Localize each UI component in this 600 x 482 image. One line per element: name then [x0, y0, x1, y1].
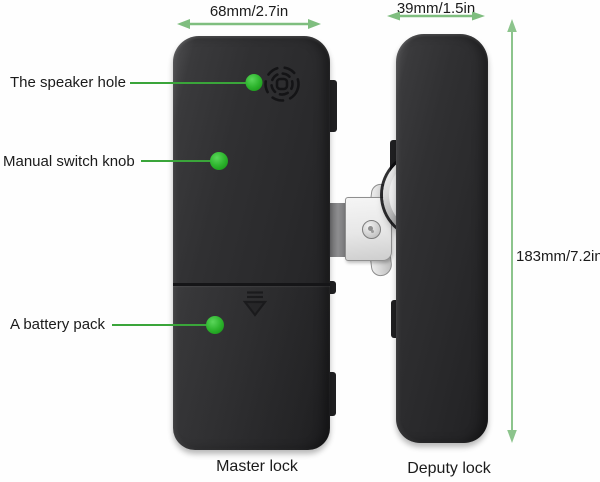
deputy-side-tab-top [390, 140, 397, 178]
callout-knob-label: Manual switch knob [3, 153, 135, 170]
battery-cover [173, 283, 330, 450]
dimension-label-deputy-width: 39mm/1.5in [396, 0, 476, 17]
caption-master-lock: Master lock [216, 458, 298, 475]
latch-screw [362, 220, 381, 239]
deputy-side-tab-bottom [391, 300, 397, 338]
speaker-hole-icon [264, 66, 300, 102]
latch-connector [327, 203, 347, 257]
master-lock-body [173, 36, 467, 450]
master-side-tab-bottom [329, 372, 336, 416]
dimension-label-master-width: 68mm/2.7in [209, 3, 289, 20]
dimension-label-height: 183mm/7.2in [516, 248, 600, 265]
height-arrow [507, 19, 517, 443]
master-side-tab-middle [329, 281, 336, 294]
callout-speaker-label: The speaker hole [10, 74, 126, 91]
deputy-lock-body [396, 34, 488, 443]
width-arrow-master [177, 19, 321, 29]
battery-cover-arrow-icon [242, 291, 268, 317]
master-side-tab-top [329, 80, 337, 132]
callout-battery-label: A battery pack [10, 316, 106, 333]
caption-deputy-lock: Deputy lock [407, 460, 491, 477]
